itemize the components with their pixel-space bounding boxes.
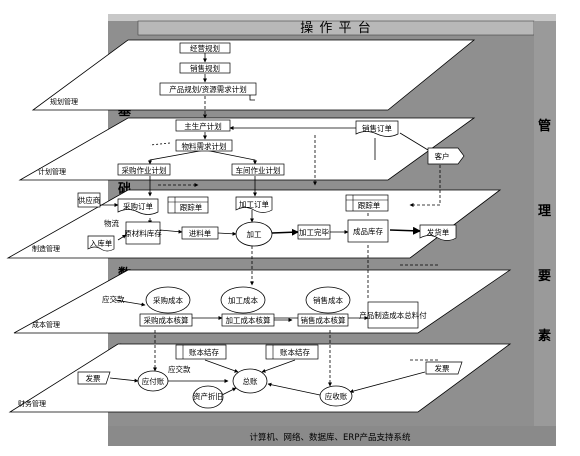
invoice-left-label: 发票 (86, 373, 101, 383)
process-cost-acc-label: 加工成本核算 (226, 315, 271, 325)
material-stock-label: 原材料库存 (124, 228, 162, 238)
journal-2-label: 账本结存 (280, 347, 310, 357)
mrp-box (175, 139, 233, 152)
invoice-left-box (77, 371, 111, 385)
finished-order-label: 加工完毕 (299, 227, 329, 237)
production-plan-label: 产品规划/资源需求计划 (169, 84, 247, 94)
delivery-doc (419, 224, 457, 241)
ledger-node (232, 368, 268, 394)
sales-order-label: 销售订单 (362, 123, 392, 133)
work-order-doc (235, 196, 273, 213)
customer-box (427, 147, 465, 165)
process-cost-acc-box (221, 313, 275, 327)
business-plan-box (179, 42, 231, 54)
purchase-plan-label: 采购作业计划 (122, 165, 167, 175)
invoice-right-label: 发票 (435, 363, 450, 373)
sales-order-doc (355, 120, 399, 137)
purchase-cost-acc-box (139, 313, 193, 327)
plane-planning (31, 39, 476, 111)
track-sheet-1-label: 跟踪单 (180, 202, 203, 212)
mps-label: 主生产计划 (184, 121, 222, 131)
sales-cost-acc-label: 销售成本核算 (301, 315, 346, 325)
product-cost-label: 产品制造成本总料付 (359, 310, 427, 320)
right-char-3: 要 (538, 269, 551, 284)
work-order-label: 加工订单 (239, 199, 269, 209)
payable-label: 应付账 (142, 376, 165, 386)
payable-node (137, 370, 169, 392)
plane-label-plan: 计划管理 (38, 167, 66, 176)
customer-label: 客户 (435, 151, 450, 161)
receipt-doc (87, 235, 115, 252)
depreciation-label: 资产折旧 (193, 391, 223, 401)
process-cost-label: 加工成本 (228, 295, 258, 305)
right-column (534, 21, 556, 441)
delivery-label: 发货单 (427, 227, 450, 237)
logistics-label: 物流 (104, 218, 119, 228)
plane-label-manufacturing: 制造管理 (32, 244, 60, 253)
issue-label: 进料单 (189, 228, 212, 238)
workshop-plan-label: 车间作业计划 (236, 165, 281, 175)
journal-1-label: 账本结存 (189, 347, 219, 357)
accounts-payable-label: 应交款 (102, 294, 125, 304)
sales-cost-label: 销售成本 (313, 295, 343, 305)
process-cost-node (220, 286, 266, 314)
finished-order-box (297, 224, 331, 240)
purchase-cost-acc-label: 采购成本核算 (144, 315, 189, 325)
business-plan-label: 经营规划 (190, 43, 220, 53)
sales-plan-box (179, 62, 231, 74)
platform-top-edge (108, 14, 556, 21)
depreciation-node (192, 385, 224, 409)
supplier-label: 供应商 (78, 195, 101, 205)
ledger-label: 总账 (243, 376, 258, 386)
issue-box (181, 226, 219, 240)
track-sheet-3 (345, 194, 389, 212)
ap-note-label: 应交款 (168, 364, 191, 374)
track-sheet-1 (167, 196, 209, 214)
supplier-box (77, 192, 101, 208)
right-char-1: 管 (538, 118, 551, 134)
material-stock-box (125, 221, 161, 245)
plane-label-planning: 规划管理 (50, 97, 78, 106)
invoice-right-box (425, 361, 463, 375)
mps-box (175, 119, 231, 132)
purchase-cost-node (145, 286, 191, 314)
product-cost-box (367, 301, 419, 329)
receivable-label: 应收账 (325, 391, 348, 401)
sales-plan-label: 销售规划 (190, 63, 220, 73)
purchase-order-doc (117, 198, 159, 215)
track-sheet-3-label: 跟踪单 (358, 200, 381, 210)
footer-bar (108, 426, 556, 446)
sales-cost-acc-box (297, 313, 349, 327)
right-char-4: 素 (538, 328, 551, 344)
platform-title: 操 作 平 台 (300, 20, 371, 36)
purchase-order-label: 采购订单 (123, 201, 153, 211)
platform-footer: 计算机、网络、数据库、ERP产品支持系统 (250, 432, 411, 443)
plane-label-finance: 财务管理 (18, 399, 46, 408)
product-stock-label: 成品库存 (353, 226, 383, 236)
purchase-cost-label: 采购成本 (153, 295, 183, 305)
process-label: 加工 (247, 229, 262, 239)
receivable-node (319, 385, 353, 407)
production-plan-box (159, 82, 257, 96)
workshop-plan-box (231, 163, 285, 176)
process-node (235, 221, 273, 247)
journal-1-box (175, 344, 227, 360)
sales-cost-node (305, 286, 351, 314)
receipt-label: 入库单 (90, 238, 113, 248)
purchase-plan-box (117, 163, 171, 176)
plane-label-cost: 成本管理 (32, 320, 60, 329)
mrp-label: 物料需求计划 (182, 141, 227, 151)
journal-2-box (265, 344, 319, 360)
right-char-2: 理 (538, 204, 551, 219)
product-stock-box (347, 219, 389, 243)
